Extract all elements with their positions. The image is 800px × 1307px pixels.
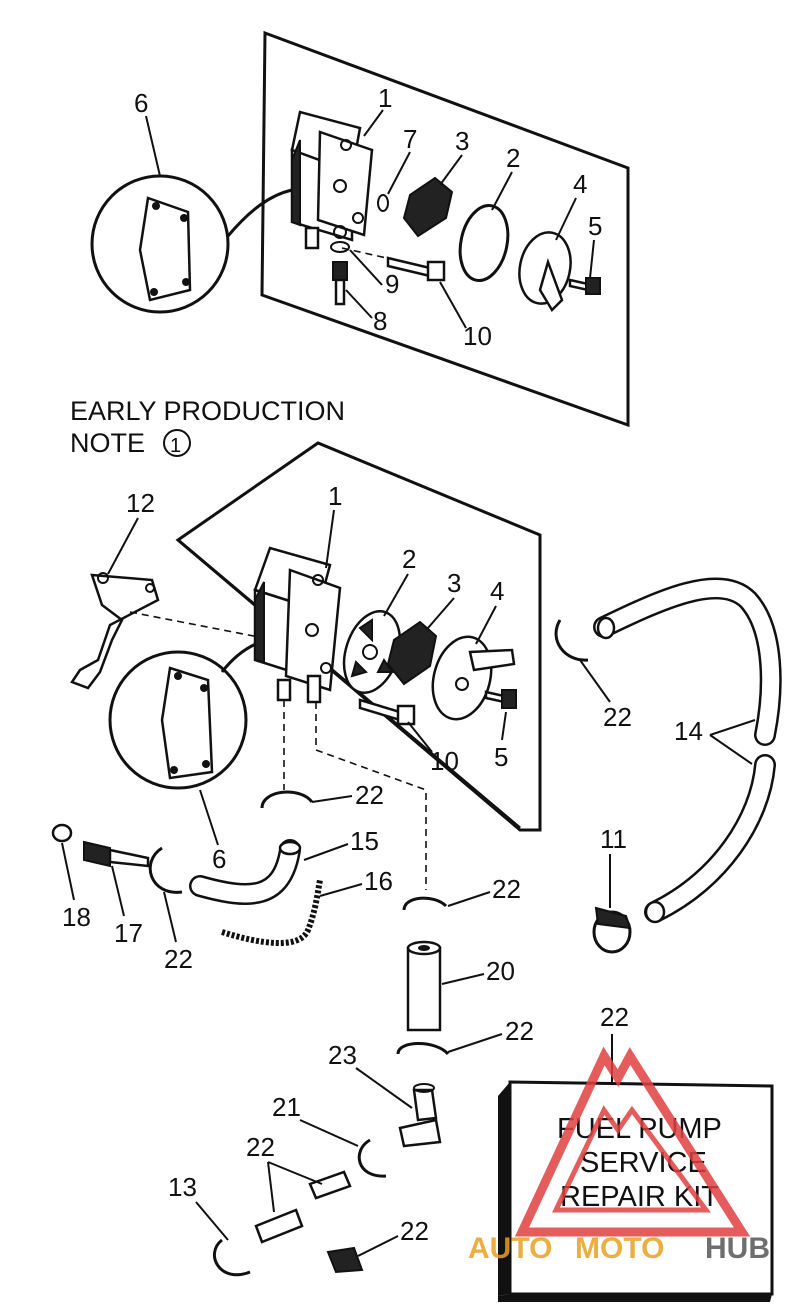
- callout-10-top: 10: [463, 321, 492, 351]
- pins-13-icon: [254, 1170, 352, 1244]
- callout-3-top: 3: [455, 126, 469, 156]
- top-oring-icon: [377, 194, 389, 212]
- callout-5-top: 5: [588, 211, 602, 241]
- callout-2-bottom: 2: [402, 544, 416, 574]
- callout-21: 23: [328, 1040, 357, 1070]
- top-cover-screw-icon: [568, 277, 601, 295]
- early-production-heading: EARLY PRODUCTION: [70, 396, 345, 426]
- callout-15: 15: [350, 826, 379, 856]
- clip-22-c: [148, 846, 183, 894]
- bottom-gasket-magnifier: [108, 650, 248, 790]
- hose-14-icon: [593, 577, 782, 924]
- bottom-screw-icon: [358, 698, 416, 726]
- pump-drop-line-right: [315, 702, 427, 890]
- callout-8-top: 8: [373, 306, 387, 336]
- watermark-hub: HUB: [705, 1232, 770, 1265]
- elbow-21-icon: [398, 1083, 442, 1148]
- bottom-screen-icon: [386, 620, 438, 686]
- clip-22-g: [212, 1238, 251, 1277]
- callout-22-a: 22: [355, 780, 384, 810]
- callout-9-top: 9: [385, 269, 399, 299]
- clip-22-e: [396, 1042, 450, 1056]
- callout-22-f: 21: [272, 1092, 301, 1122]
- callout-6-bottom: 6: [212, 844, 226, 874]
- top-ring-icon: [458, 204, 510, 282]
- clip-22-b: [554, 619, 589, 662]
- callout-6-top: 6: [134, 88, 148, 118]
- top-fitting-icon: [332, 261, 348, 306]
- callout-4-bottom: 4: [490, 576, 504, 606]
- bottom-assembly: FUEL PUMP SERVICE REPAIR KIT 12 1 2 3 4 …: [51, 441, 782, 1302]
- top-panel-frame: [260, 30, 630, 428]
- bottom-cover-icon: [431, 635, 516, 721]
- top-screen-icon: [402, 176, 454, 238]
- bottom-cover-screw-icon: [484, 689, 517, 709]
- tube-20-icon: [406, 940, 442, 1032]
- clamp-11-icon: [592, 906, 632, 954]
- top-washer-icon: [330, 241, 350, 253]
- callout-1-top: 1: [378, 83, 392, 113]
- callout-19: 22: [400, 1216, 429, 1246]
- callout-7-top: 7: [403, 124, 417, 154]
- callout-14: 14: [674, 716, 703, 746]
- callout-20: 20: [486, 956, 515, 986]
- note-marker-circle: [163, 429, 191, 457]
- note-marker-number: 1: [170, 435, 181, 457]
- callout-22-d: 22: [492, 874, 521, 904]
- callout-1-bottom: 1: [328, 481, 342, 511]
- note-label: NOTE: [70, 428, 145, 458]
- top-screw-icon: [386, 256, 446, 282]
- callout-11: 11: [600, 824, 627, 854]
- watermark-auto: AUTO: [468, 1232, 552, 1265]
- clip-19-icon: [326, 1246, 364, 1274]
- callout-22-g: 13: [168, 1172, 197, 1202]
- fitting-17-icon: [83, 840, 150, 868]
- callout-3-bottom: 3: [447, 568, 461, 598]
- callout-22-e: 22: [505, 1016, 534, 1046]
- callout-4-top: 4: [573, 169, 587, 199]
- clip-22-f: [357, 1138, 387, 1178]
- top-pump-body-icon: [290, 110, 374, 250]
- clip-22-a: [260, 790, 314, 809]
- callout-23: 22: [600, 1002, 629, 1032]
- clip-22-d: [402, 896, 448, 911]
- watermark-logo: AUTO MOTO HUB: [468, 1046, 770, 1265]
- callout-18: 18: [62, 902, 91, 932]
- bracket-icon: [70, 572, 160, 690]
- top-gasket-leader: [226, 188, 293, 237]
- kit-line-2: SERVICE: [580, 1147, 707, 1179]
- callout-10-bottom: 10: [430, 746, 459, 776]
- callout-16: 16: [364, 866, 393, 896]
- spring-16-icon: [221, 879, 323, 947]
- top-cover-icon: [518, 231, 572, 313]
- callout-22-b: 22: [603, 702, 632, 732]
- callout-13: 22: [246, 1132, 275, 1162]
- washer-18-icon: [51, 823, 73, 843]
- callout-5-bottom: 5: [494, 742, 508, 772]
- callout-12: 12: [126, 488, 155, 518]
- top-assembly: 1 7 3 2 4 5 6 9 8 10: [90, 30, 630, 428]
- top-gasket-icon: [138, 196, 192, 302]
- callout-2-top: 2: [506, 143, 520, 173]
- callout-17: 17: [114, 918, 143, 948]
- bottom-diaphragm-icon: [342, 610, 402, 694]
- bottom-pump-body-icon: [253, 546, 342, 704]
- bottom-gasket-icon: [160, 666, 214, 780]
- hose-15-icon: [189, 839, 302, 905]
- callout-22-c: 22: [164, 944, 193, 974]
- watermark-moto: MOTO: [575, 1232, 664, 1265]
